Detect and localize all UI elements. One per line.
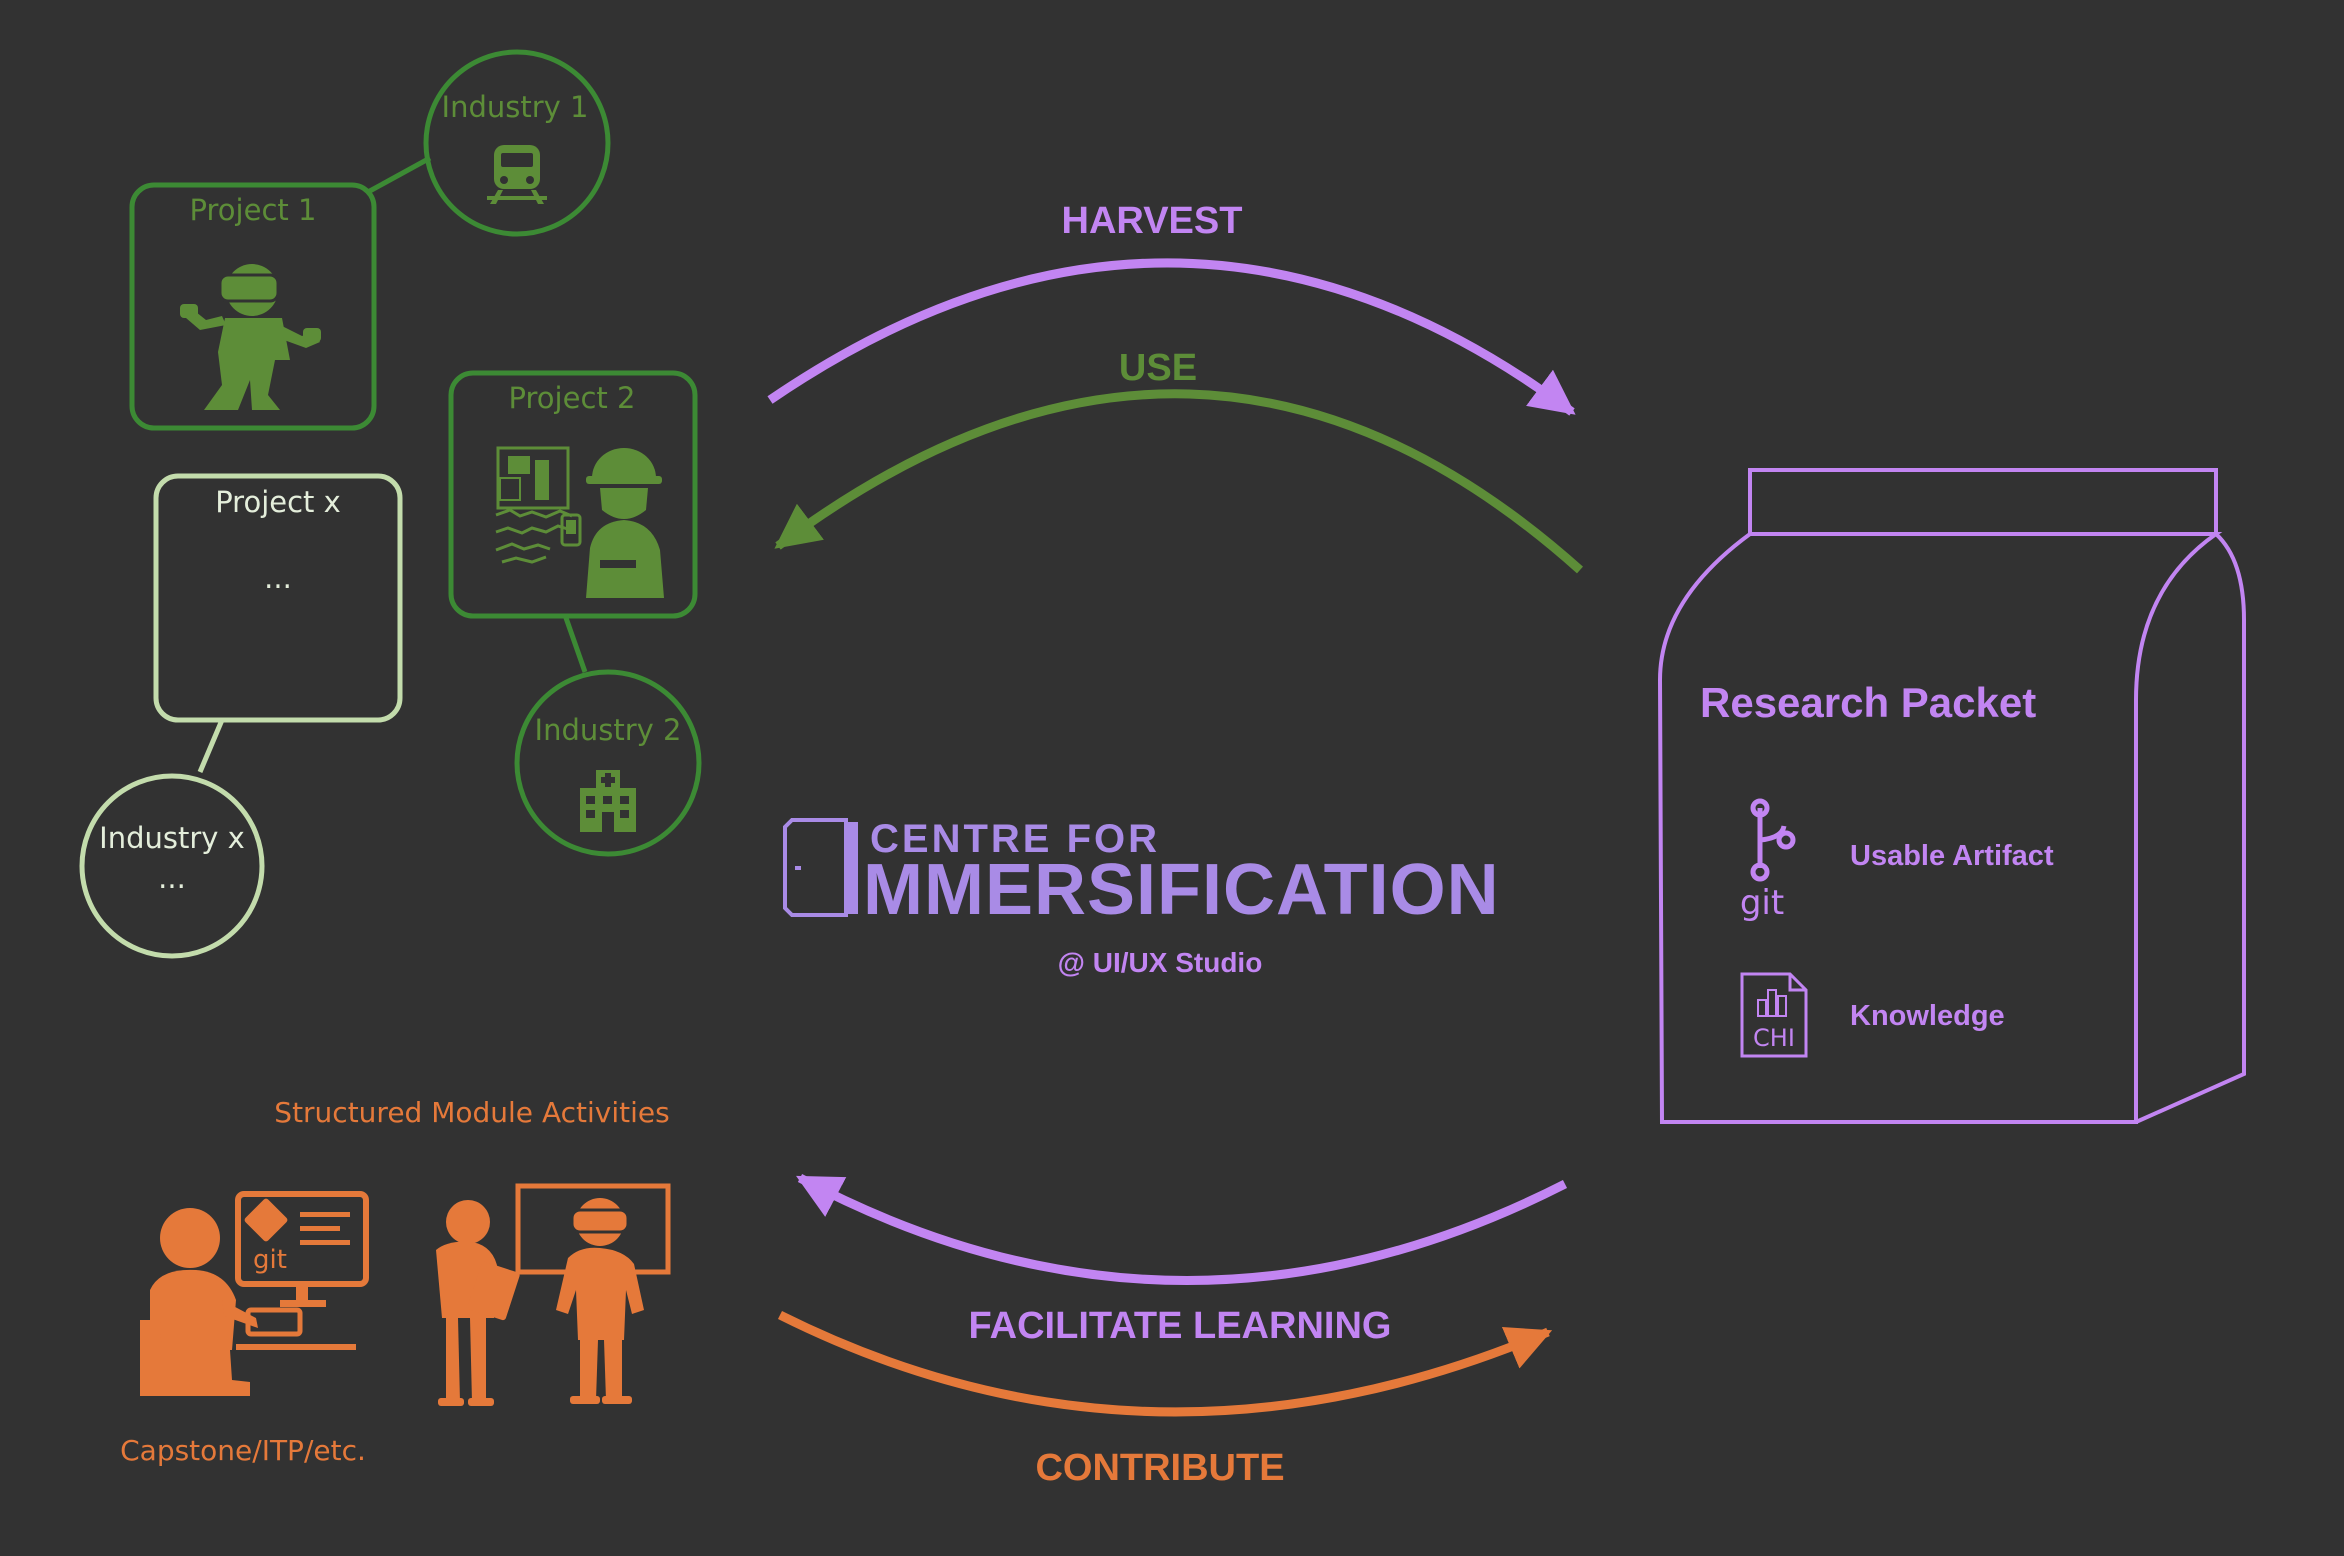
instructor-and-vr-learner-icon xyxy=(436,1183,671,1406)
logo-bracket-icon xyxy=(783,818,848,917)
packet-body xyxy=(1657,532,2223,1124)
contribute-label: CONTRIBUTE xyxy=(1035,1447,1284,1489)
monitor-git-text: git xyxy=(253,1245,287,1275)
project-2-title: Project 2 xyxy=(509,381,636,415)
train-icon xyxy=(487,145,547,204)
centre-logo: CENTRE FOR MMERSIFICATION @ UI/UX Studio xyxy=(783,817,1500,978)
packet-item-usable-artifact: Usable Artifact xyxy=(1850,840,2054,872)
git-icon-text: git xyxy=(1740,883,1784,923)
industry-2-node[interactable]: Industry 2 xyxy=(514,669,702,857)
packet-side xyxy=(2135,532,2246,1124)
chi-paper-icon: CHI xyxy=(1740,972,1808,1058)
project-x-title: Project x xyxy=(215,485,341,519)
packet-item-knowledge: Knowledge xyxy=(1850,1000,2005,1032)
harvest-arrow xyxy=(767,258,1576,416)
connector-project1-industry1 xyxy=(366,155,432,195)
git-icon: git xyxy=(1740,798,1796,923)
logo-i-bar xyxy=(844,822,858,914)
project-1-card[interactable]: Project 1 xyxy=(129,182,377,431)
industry-1-title: Industry 1 xyxy=(442,90,589,124)
vr-user-icon xyxy=(180,264,321,410)
construction-worker-icon xyxy=(495,446,664,598)
industry-x-body: ... xyxy=(158,861,186,895)
project-1-title: Project 1 xyxy=(190,193,317,227)
industry-2-title: Industry 2 xyxy=(535,713,682,747)
packet-title: Research Packet xyxy=(1700,679,2036,726)
connector-project2-industry2 xyxy=(562,614,588,673)
chi-icon-text: CHI xyxy=(1753,1024,1795,1052)
contribute-arrow xyxy=(777,1310,1553,1417)
harvest-label: HARVEST xyxy=(1062,200,1243,242)
activities-title: Structured Module Activities xyxy=(274,1096,669,1129)
logo-line2: MMERSIFICATION xyxy=(863,850,1500,930)
logo-subtitle: @ UI/UX Studio xyxy=(1058,947,1263,978)
industry-x-node[interactable]: Industry x ... xyxy=(79,773,265,959)
use-arrow xyxy=(774,389,1583,574)
industry-1-node[interactable]: Industry 1 xyxy=(423,49,611,237)
packet-top-fold xyxy=(1748,468,2218,536)
facilitate-learning-label: FACILITATE LEARNING xyxy=(969,1305,1392,1347)
activities-caption: Capstone/ITP/etc. xyxy=(120,1434,366,1467)
facilitate-learning-arrow xyxy=(796,1174,1568,1285)
developer-at-computer-icon: git xyxy=(140,1191,369,1396)
logo-line1: CENTRE FOR xyxy=(870,817,1160,861)
project-2-card[interactable]: Project 2 xyxy=(448,370,698,619)
research-packet[interactable]: Research Packet git Usable Artifact CHI … xyxy=(1657,468,2246,1124)
project-x-card[interactable]: Project x ... xyxy=(153,473,403,723)
use-label: USE xyxy=(1119,347,1197,389)
connector-projectx-industryx xyxy=(197,719,225,773)
industry-x-title: Industry x xyxy=(99,821,245,855)
project-x-body: ... xyxy=(264,561,292,595)
hospital-icon xyxy=(580,770,636,832)
